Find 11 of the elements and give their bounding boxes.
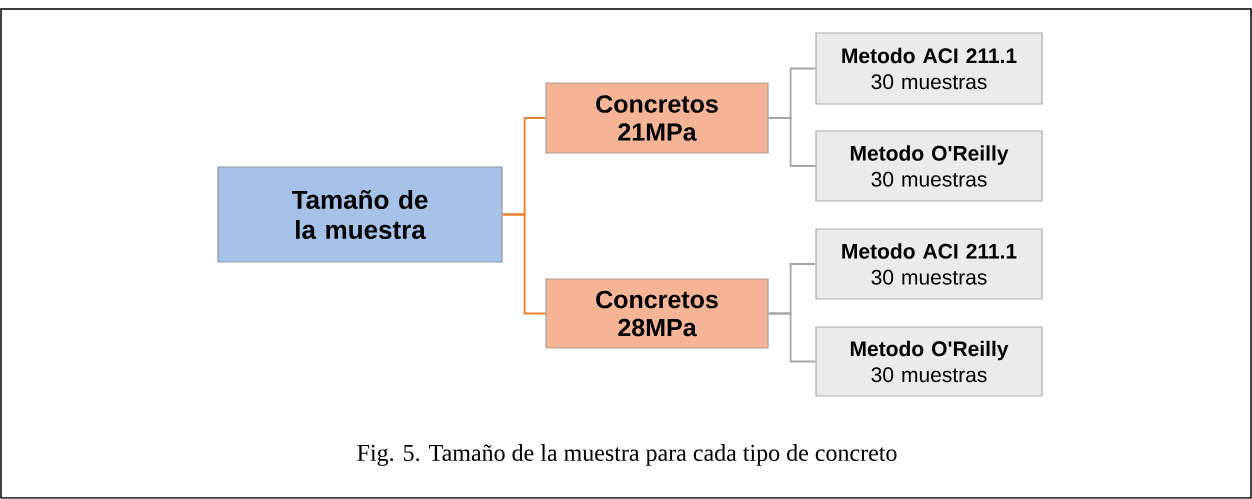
method-box: Metodo ACI 211.1 30 muestras: [815, 32, 1043, 105]
caption: Fig. 5. Tamaño de la muestra para cada tipo de concreto: [357, 444, 897, 466]
process-box: Concretos 28MPa: [545, 278, 769, 349]
process-box: Tamaño de la muestra: [217, 166, 503, 263]
process-box: Concretos 21MPa: [545, 82, 769, 154]
method-box: Metodo O'Reilly 30 muestras: [815, 130, 1043, 202]
method-box: Metodo ACI 211.1 30 muestras: [815, 228, 1043, 300]
connector: [767, 312, 817, 363]
method-box: Metodo O'Reilly 30 muestras: [815, 326, 1043, 397]
connector: [767, 117, 817, 167]
connector: [501, 213, 547, 315]
